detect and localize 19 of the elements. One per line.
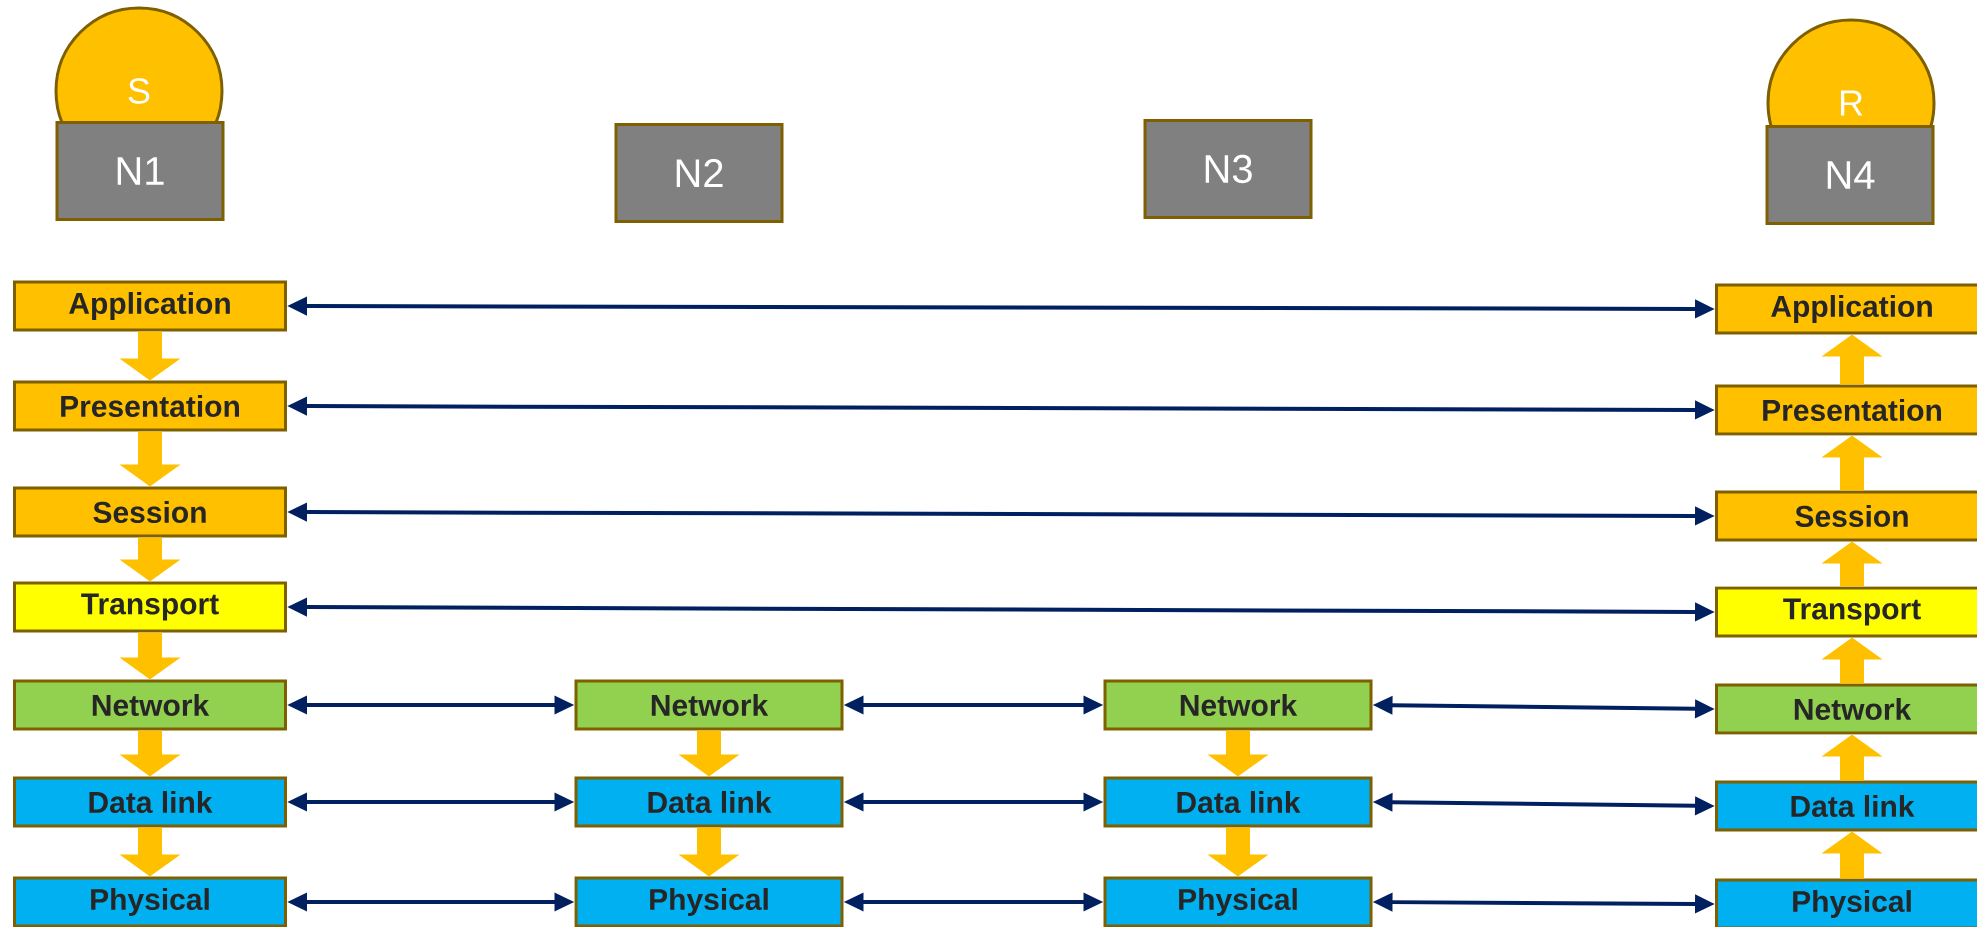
- layer-box: Network: [574, 679, 844, 731]
- host-box: N2: [614, 123, 784, 223]
- layer-box: Physical: [574, 876, 844, 927]
- host-box: N4: [1765, 125, 1935, 225]
- host-box: N1: [55, 121, 225, 221]
- layer-box: Data link: [574, 776, 844, 828]
- host-box: N3: [1143, 119, 1313, 219]
- layer-box: Physical: [1715, 878, 1977, 927]
- layer-box: Data link: [1103, 776, 1373, 828]
- layer-box: Data link: [1715, 780, 1977, 832]
- layer-box: Transport: [1715, 586, 1977, 638]
- layer-box: Application: [13, 280, 287, 332]
- layer-box: Physical: [1103, 876, 1373, 927]
- layer-box: Transport: [13, 581, 287, 633]
- layer-box: Network: [1715, 683, 1977, 735]
- layer-box: Physical: [13, 876, 287, 927]
- layer-box: Data link: [13, 776, 287, 828]
- layer-box: Network: [1103, 679, 1373, 731]
- layer-box: Network: [13, 679, 287, 731]
